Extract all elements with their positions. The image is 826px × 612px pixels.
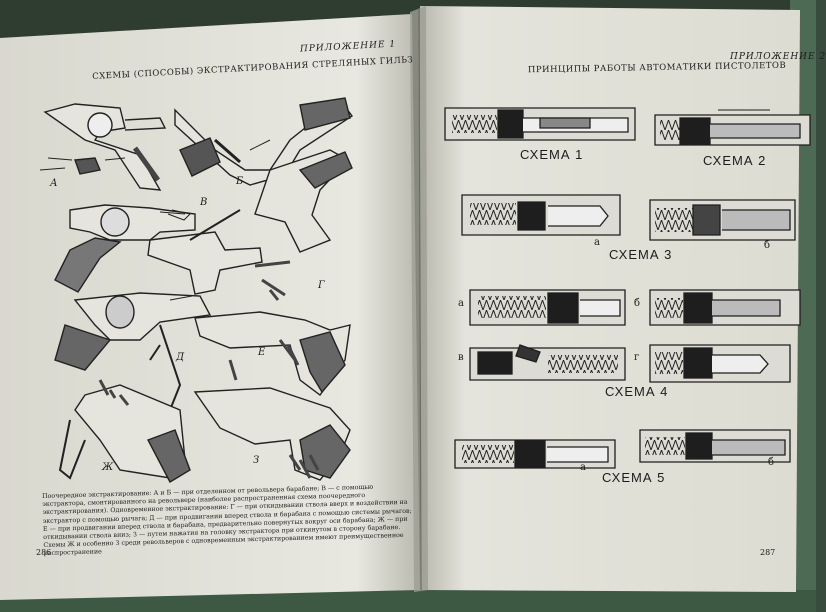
- scheme-5-sub-b: б: [768, 457, 775, 468]
- scheme-4d: [649, 344, 791, 383]
- right-page-number: 287: [760, 548, 776, 557]
- scheme-5-caption: СХЕМА 5: [602, 470, 666, 485]
- revolver-g: [147, 149, 353, 301]
- scheme-3a: [461, 194, 621, 236]
- revolver-v: [54, 204, 196, 293]
- scheme-1: [444, 107, 636, 141]
- scheme-4-sub-v: в: [458, 352, 464, 363]
- scheme-1-caption: СХЕМА 1: [520, 147, 584, 162]
- scheme-3-sub-b: б: [764, 240, 771, 251]
- scheme-2-caption: СХЕМА 2: [703, 153, 767, 168]
- left-page-note: Поочередное экстрактирование: А и Б — пр…: [42, 483, 412, 558]
- diagram-label-g: Г: [318, 280, 325, 291]
- revolver-zh: [58, 379, 191, 483]
- diagram-label-z: З: [253, 455, 260, 466]
- revolver-e: [194, 311, 351, 396]
- scheme-3-sub-a: а: [594, 237, 600, 248]
- diagram-label-d: Д: [176, 352, 185, 363]
- scheme-4-caption: СХЕМА 4: [605, 384, 669, 399]
- scheme-2: [654, 109, 811, 146]
- scheme-4-sub-b: б: [634, 298, 641, 309]
- revolver-diagrams: [39, 97, 354, 483]
- scheme-5b: [639, 429, 791, 463]
- scheme-4b: [649, 289, 801, 326]
- diagram-label-a: А: [50, 178, 58, 189]
- scheme-4a: [469, 289, 626, 326]
- scheme-4-sub-a: а: [458, 298, 464, 309]
- revolver-b: [174, 97, 354, 186]
- scheme-3b: [649, 199, 796, 241]
- diagram-label-b: Б: [236, 176, 244, 187]
- diagram-label-zh: Ж: [102, 462, 114, 473]
- scheme-4c: [469, 344, 626, 381]
- diagram-label-v: В: [200, 197, 208, 208]
- scheme-3-caption: СХЕМА 3: [609, 247, 673, 262]
- revolver-d: [54, 292, 212, 411]
- revolver-a: [43, 103, 167, 191]
- left-page-number: 286: [36, 548, 52, 557]
- diagram-label-e: Е: [258, 347, 266, 358]
- pistol-schemes: [444, 107, 811, 469]
- scheme-5a: [454, 439, 616, 469]
- scheme-5-sub-a: а: [580, 462, 586, 473]
- scheme-4-sub-g: г: [634, 352, 640, 363]
- right-page-header: ПРИЛОЖЕНИЕ 2: [730, 52, 826, 62]
- revolver-z: [39, 139, 351, 481]
